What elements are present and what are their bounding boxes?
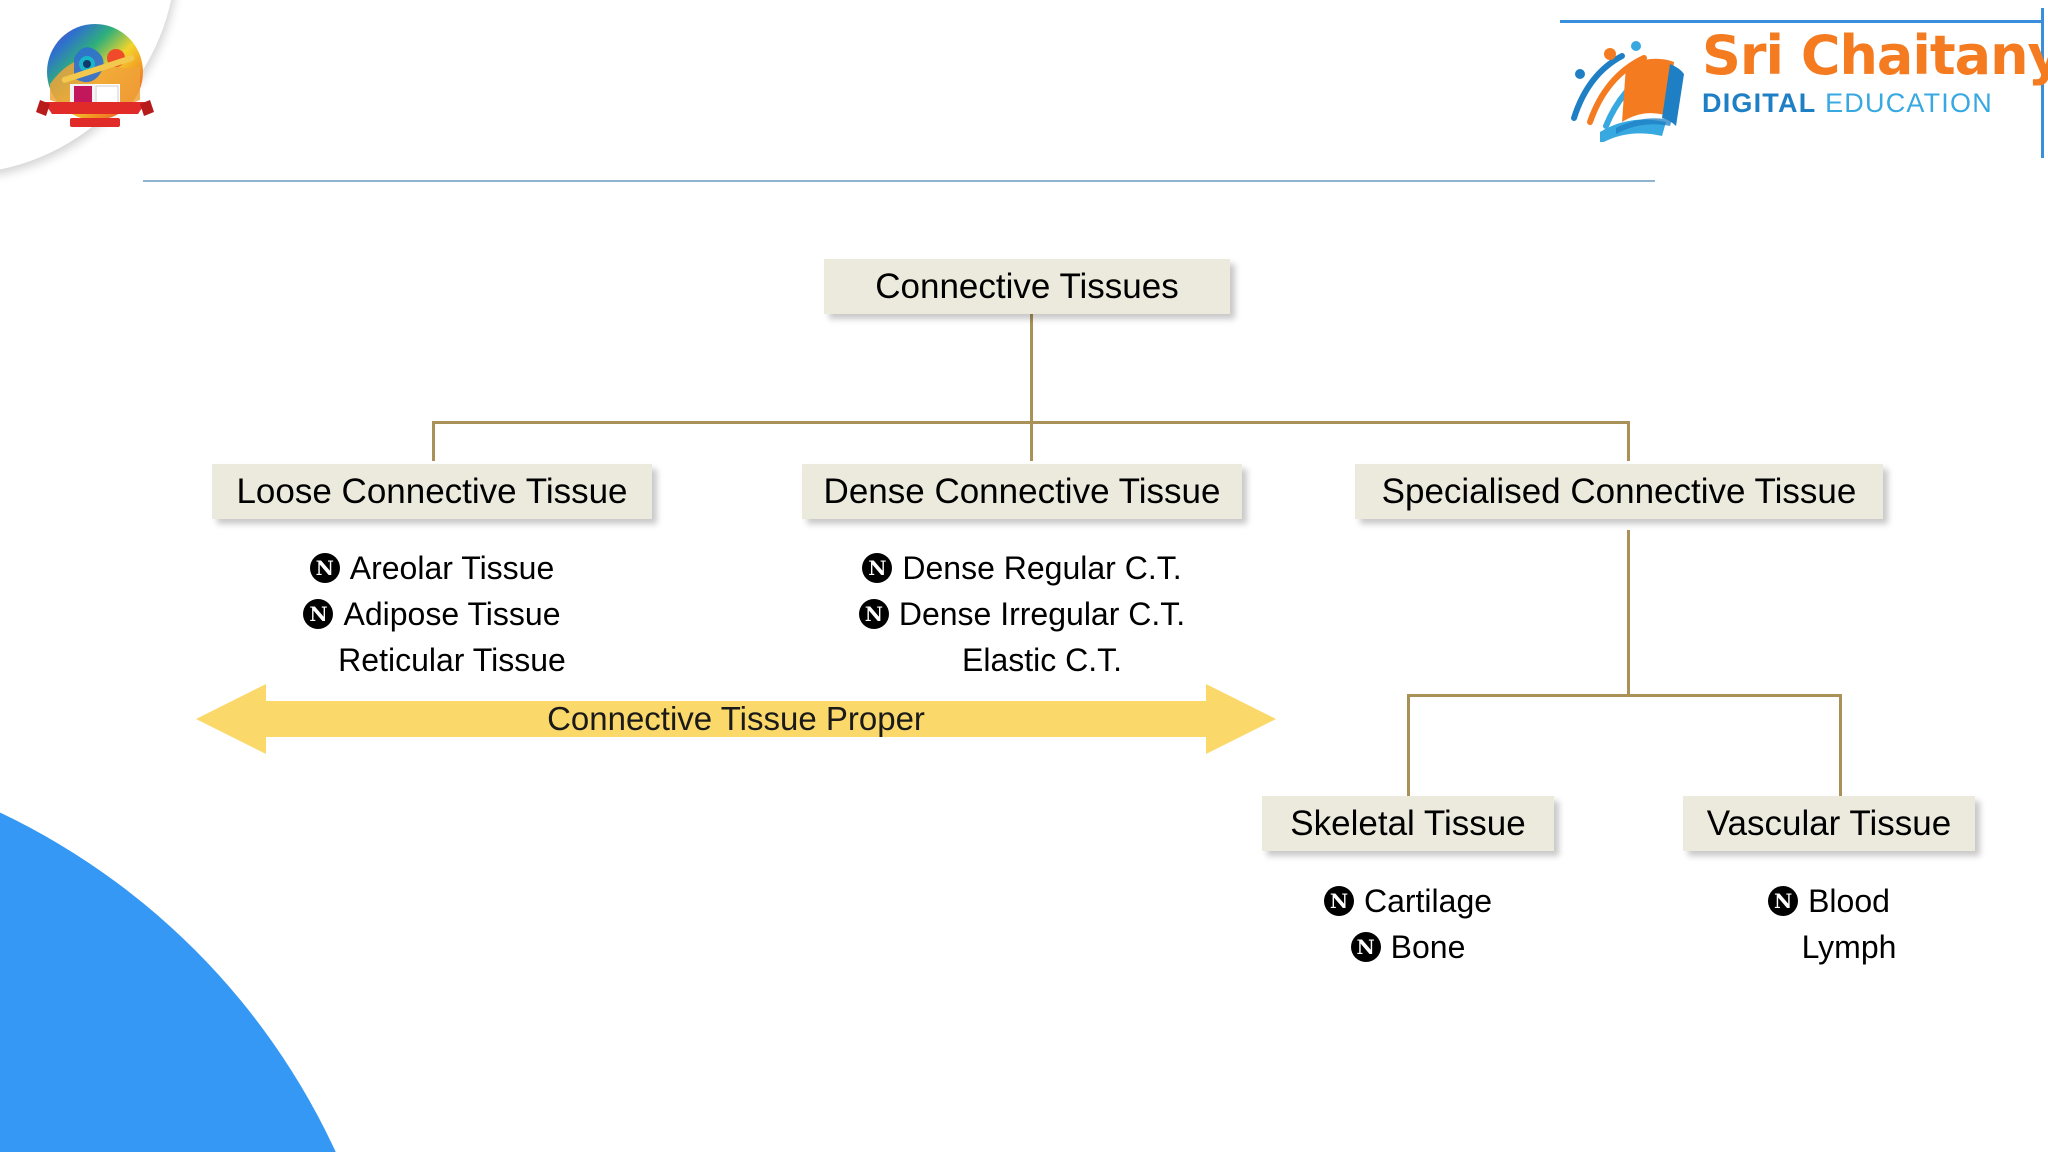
n-bullet-icon: N (1350, 932, 1381, 962)
brand-subtitle-bold: DIGITAL (1702, 88, 1817, 118)
brand-subtitle: DIGITAL EDUCATION (1702, 86, 2042, 120)
node-label: Dense Connective Tissue (823, 472, 1221, 511)
open-book-swoosh-icon (1566, 32, 1696, 144)
list-item: N Bone (1262, 924, 1554, 970)
connector-root-stem (1030, 313, 1033, 423)
connector-level3-bus (1407, 694, 1842, 697)
connector-to-specialised (1627, 421, 1630, 461)
institution-crest-icon (30, 14, 160, 144)
leaf-list-skeletal: N Cartilage N Bone (1262, 878, 1554, 970)
brand-name: Sri Chaitanya (1702, 24, 2048, 87)
list-item-label: Dense Irregular C.T. (898, 596, 1186, 632)
connector-to-loose (432, 421, 435, 461)
n-bullet-icon-placeholder (922, 645, 952, 675)
list-item: N Cartilage (1262, 878, 1554, 924)
node-dense-connective-tissue[interactable]: Dense Connective Tissue (802, 464, 1242, 519)
n-bullet-icon: N (1768, 886, 1799, 916)
brand-subtitle-light: EDUCATION (1825, 88, 1993, 118)
n-bullet-icon: N (858, 599, 889, 629)
list-item: Lymph (1683, 924, 1975, 970)
n-bullet-icon: N (303, 599, 334, 629)
list-item-label: Reticular Tissue (338, 642, 566, 678)
node-skeletal-tissue[interactable]: Skeletal Tissue (1262, 796, 1554, 851)
list-item: N Areolar Tissue (212, 545, 652, 591)
list-item: N Dense Regular C.T. (802, 545, 1242, 591)
list-item-label: Blood (1808, 883, 1890, 919)
n-bullet-icon-placeholder (298, 645, 328, 675)
connector-to-dense (1030, 421, 1033, 461)
list-item: Elastic C.T. (802, 637, 1242, 683)
list-item-label: Elastic C.T. (961, 642, 1123, 678)
list-item-label: Lymph (1801, 929, 1897, 965)
list-item: N Blood (1683, 878, 1975, 924)
arrow-label: Connective Tissue Proper (547, 700, 925, 737)
list-item-label: Adipose Tissue (343, 596, 561, 632)
connector-to-vascular (1839, 694, 1842, 796)
node-loose-connective-tissue[interactable]: Loose Connective Tissue (212, 464, 652, 519)
list-item-label: Bone (1390, 929, 1466, 965)
node-label: Specialised Connective Tissue (1381, 472, 1857, 511)
node-label: Skeletal Tissue (1290, 804, 1526, 843)
double-headed-arrow-icon (196, 684, 1276, 754)
n-bullet-icon: N (309, 553, 340, 583)
brand-logo: Sri Chaitanya DIGITAL EDUCATION (1560, 8, 2048, 158)
n-bullet-icon-placeholder (1762, 932, 1792, 962)
list-item-label: Areolar Tissue (349, 550, 555, 586)
node-vascular-tissue[interactable]: Vascular Tissue (1683, 796, 1975, 851)
node-label: Connective Tissues (875, 267, 1179, 306)
brand-rule-top (1560, 20, 2044, 23)
n-bullet-icon: N (1323, 886, 1354, 916)
node-label: Vascular Tissue (1706, 804, 1952, 843)
brand-rule-right (2041, 8, 2044, 158)
list-item: N Dense Irregular C.T. (802, 591, 1242, 637)
connector-specialised-stem (1627, 530, 1630, 695)
list-item: Reticular Tissue (212, 637, 652, 683)
leaf-list-dense: N Dense Regular C.T. N Dense Irregular C… (802, 545, 1242, 683)
list-item: N Adipose Tissue (212, 591, 652, 637)
leaf-list-loose: N Areolar Tissue N Adipose Tissue Reticu… (212, 545, 652, 683)
leaf-list-vascular: N Blood Lymph (1683, 878, 1975, 970)
node-label: Loose Connective Tissue (236, 472, 628, 511)
list-item-label: Cartilage (1363, 883, 1493, 919)
node-specialised-connective-tissue[interactable]: Specialised Connective Tissue (1355, 464, 1883, 519)
connective-tissue-proper-arrow: Connective Tissue Proper (196, 684, 1276, 754)
list-item-label: Dense Regular C.T. (902, 550, 1182, 586)
n-bullet-icon: N (862, 553, 893, 583)
connector-to-skeletal (1407, 694, 1410, 796)
header-divider (143, 180, 1655, 182)
node-connective-tissues[interactable]: Connective Tissues (824, 259, 1230, 314)
